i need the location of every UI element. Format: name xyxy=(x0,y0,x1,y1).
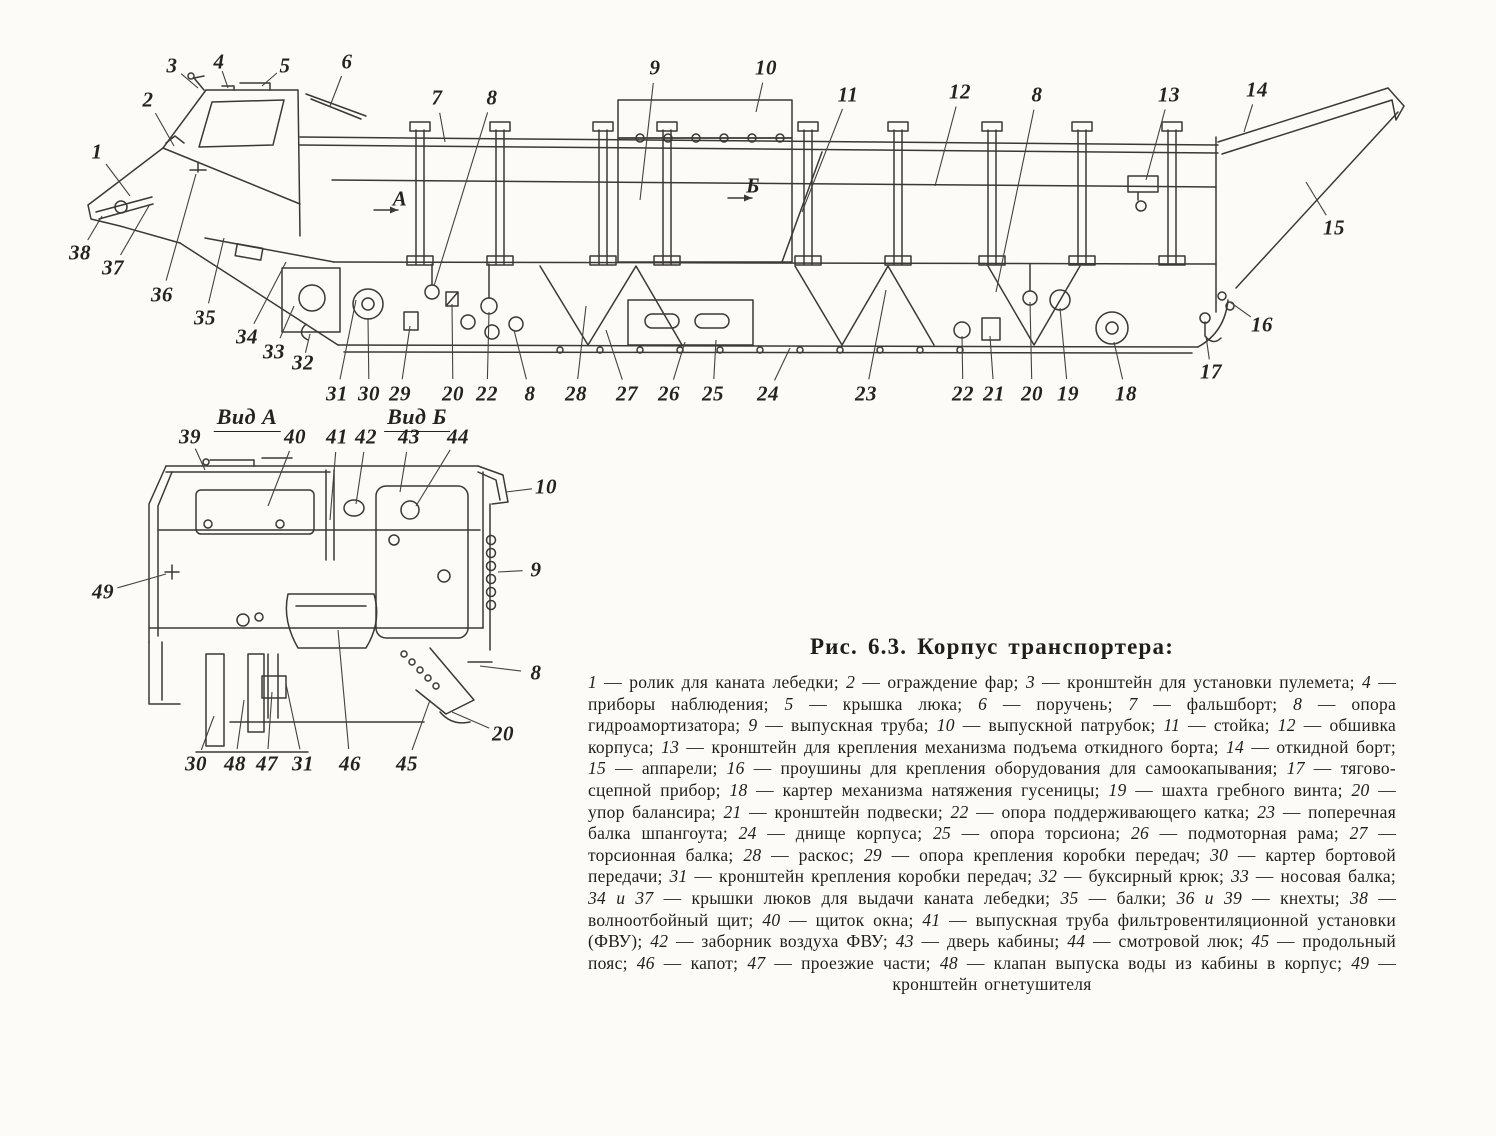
legend-number: 6 xyxy=(978,693,988,714)
legend-number: 5 xyxy=(784,693,794,714)
legend-number: 49 xyxy=(1351,952,1370,973)
legend-number: 12 xyxy=(1277,715,1296,736)
legend-number: 22 xyxy=(950,801,969,822)
legend-number: 2 xyxy=(846,672,856,692)
legend-number: 36 и 39 xyxy=(1176,887,1242,908)
legend-number: 31 xyxy=(669,866,688,887)
legend-number: 11 xyxy=(1163,715,1181,736)
figure-caption: Рис. 6.3. Корпус транспортера: 1 — ролик… xyxy=(588,634,1396,996)
legend-number: 43 xyxy=(895,931,914,952)
legend-number: 42 xyxy=(650,931,669,952)
legend-number: 4 xyxy=(1361,672,1371,692)
legend-number: 30 xyxy=(1210,844,1229,865)
caption-legend: 1 — ролик для каната лебедки; 2 — огражд… xyxy=(588,672,1397,995)
legend-number: 3 xyxy=(1025,672,1035,692)
legend-number: 38 xyxy=(1350,887,1369,908)
legend-number: 7 xyxy=(1128,693,1138,714)
caption-title: Рис. 6.3. Корпус транспортера: xyxy=(809,634,1175,659)
legend-number: 40 xyxy=(762,909,781,930)
legend-number: 29 xyxy=(863,844,882,865)
legend-number: 34 и 37 xyxy=(588,887,654,908)
legend-number: 8 xyxy=(1293,693,1303,714)
legend-number: 15 xyxy=(588,758,606,779)
legend-number: 27 xyxy=(1349,823,1368,844)
legend-number: 1 xyxy=(588,672,597,692)
legend-number: 23 xyxy=(1257,801,1276,822)
legend-number: 46 xyxy=(636,952,655,973)
legend-number: 47 xyxy=(747,952,766,973)
legend-number: 14 xyxy=(1226,736,1245,757)
legend-number: 20 xyxy=(1351,779,1370,800)
legend-number: 28 xyxy=(743,844,762,865)
legend-number: 10 xyxy=(936,715,955,736)
legend-number: 18 xyxy=(729,779,748,800)
legend-number: 16 xyxy=(726,758,745,779)
legend-number: 48 xyxy=(939,952,958,973)
legend-number: 13 xyxy=(661,736,680,757)
legend-number: 26 xyxy=(1130,823,1149,844)
legend-number: 17 xyxy=(1286,758,1305,779)
legend-number: 32 xyxy=(1039,866,1058,887)
legend-number: 33 xyxy=(1231,866,1250,887)
legend-number: 45 xyxy=(1251,931,1270,952)
legend-number: 21 xyxy=(723,801,742,822)
legend-number: 35 xyxy=(1060,887,1079,908)
legend-number: 9 xyxy=(748,715,758,736)
legend-number: 41 xyxy=(922,909,941,930)
side-view-drawing xyxy=(88,73,1404,353)
section-view-drawing xyxy=(149,458,508,752)
legend-number: 19 xyxy=(1108,779,1127,800)
legend-number: 25 xyxy=(932,823,951,844)
legend-number: 24 xyxy=(738,823,757,844)
legend-number: 44 xyxy=(1067,931,1086,952)
